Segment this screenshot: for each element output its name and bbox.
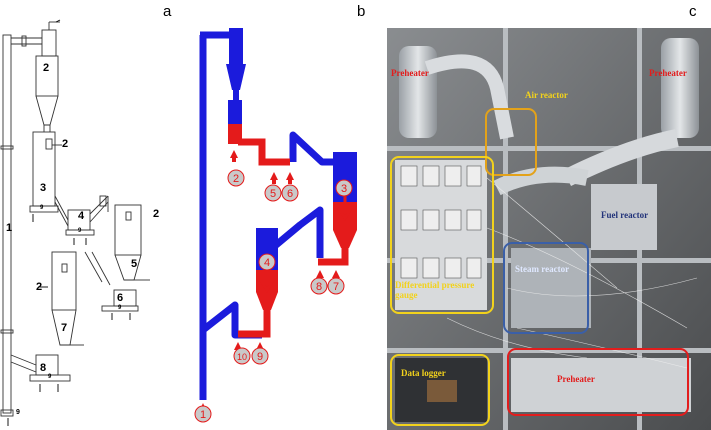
air-reactor-box [485,108,537,176]
marker-label-1: 1 [200,409,206,421]
label-a-7: 7 [61,322,68,334]
label-fuel-reactor: Fuel reactor [601,210,649,220]
vessel-5 [114,204,142,256]
marker-3 [335,179,353,197]
label-preheater-right: Preheater [649,68,687,78]
marker-9 [251,347,269,365]
panel-letter-c: c [689,3,697,20]
marker-1 [194,405,212,423]
preheater-bottom-box [507,348,689,416]
label-a-1: 1 [6,222,13,234]
steam-reactor-box [503,242,589,334]
vessel-7 [51,251,77,311]
data-logger-box [390,354,490,426]
marker-label-2: 2 [233,173,239,185]
marker-4 [258,253,276,271]
arrow-label-a-2-right: 2 [153,208,160,220]
panel-letter-b: b [357,3,366,20]
label-a-3: 3 [40,182,47,194]
marker-5 [264,184,282,202]
apparatus-photo: Preheater Preheater Air reactor Fuel rea… [387,28,711,430]
marker-label-7: 7 [333,281,339,293]
marker-label-3: 3 [341,183,347,195]
cyclone-b [226,28,246,124]
marker-8 [310,277,328,295]
label-data-logger: Data logger [401,368,446,378]
riser-1 [2,34,12,414]
label-a-9: 9 [16,409,20,416]
arrow-label-a-2-mid: 2 [62,138,69,150]
label-diff-gauge: Differential pressure gauge [395,280,475,300]
marker-label-5: 5 [270,188,276,200]
label-preheater-left: Preheater [391,68,429,78]
label-a-5: 5 [131,258,138,270]
marker-label-4: 4 [264,257,270,269]
marker-2 [227,169,245,187]
marker-label-9: 9 [257,351,263,363]
marker-label-6: 6 [287,188,293,200]
marker-6 [281,184,299,202]
marker-label-8: 8 [316,281,322,293]
label-steam-reactor: Steam reactor [515,264,570,274]
bottom-label-9c: 9 [118,305,122,311]
bottom-label-9d: 9 [48,374,52,380]
bottom-label-9b: 9 [78,228,82,234]
diff-gauge-box [390,156,494,314]
bottom-label-9a: 9 [40,205,44,211]
label-preheater-bottom: Preheater [557,374,595,384]
label-air-reactor: Air reactor [525,90,568,100]
marker-label-10: 10 [237,352,247,362]
label-a-2: 2 [43,62,50,74]
panel-letter-a: a [163,3,172,20]
label-a-4: 4 [78,210,85,222]
arrow-label-a-2-left: 2 [36,281,43,293]
marker-7 [327,277,345,295]
marker-10 [233,347,251,365]
label-a-8: 8 [40,362,47,374]
label-a-6: 6 [117,292,124,304]
